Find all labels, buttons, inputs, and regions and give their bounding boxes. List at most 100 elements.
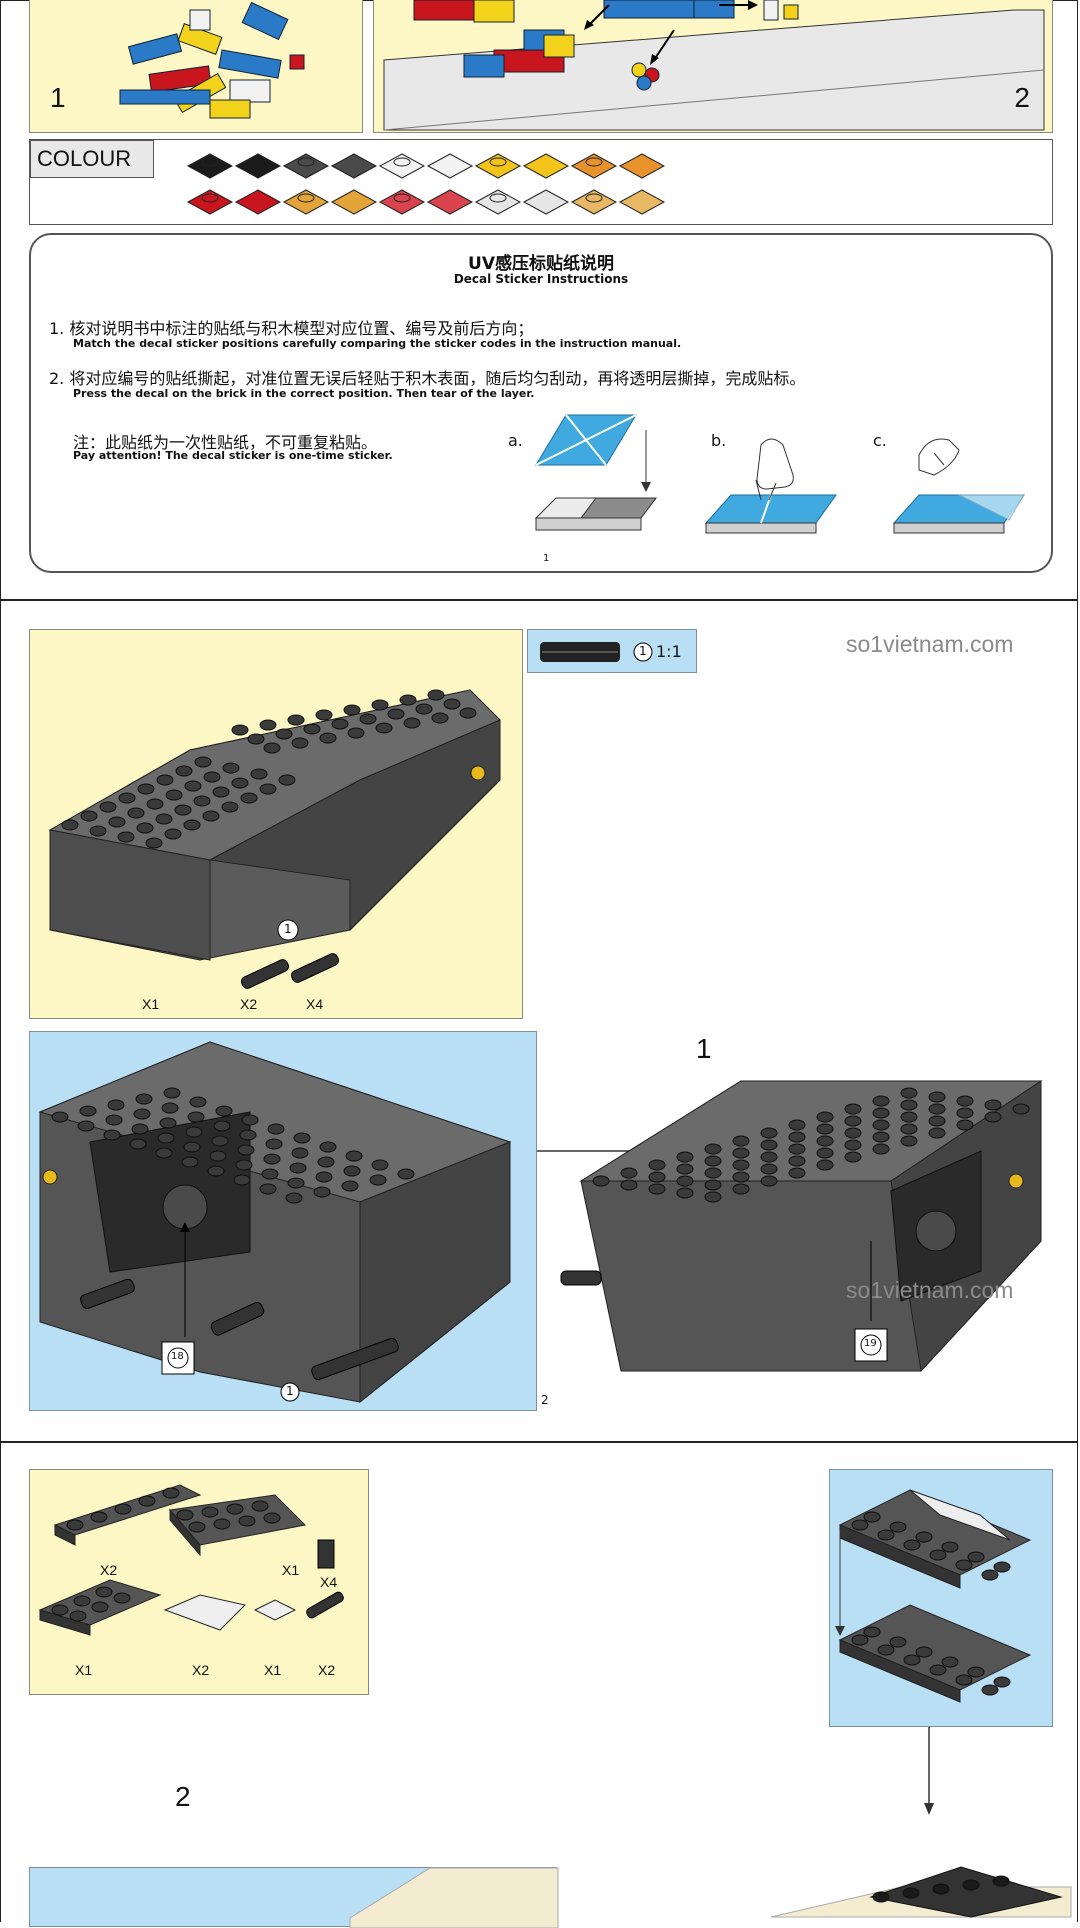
stud xyxy=(903,1654,921,1666)
step2-frame: X2 X1 X4 X1 X2 X1 X2 2 xyxy=(0,1442,1078,1928)
arrow-down-icon xyxy=(924,1727,934,1815)
stud xyxy=(816,1111,834,1123)
stud xyxy=(51,1111,69,1123)
stud xyxy=(760,1127,778,1139)
stud xyxy=(459,707,477,719)
fig-c-label: c. xyxy=(873,431,887,450)
stud xyxy=(704,1143,722,1155)
stud xyxy=(95,1586,113,1598)
stud xyxy=(900,1123,918,1135)
stud xyxy=(343,704,361,716)
plate-studs xyxy=(851,1511,1011,1696)
part-qty: X2 xyxy=(240,996,258,1012)
colour-swatch xyxy=(378,153,426,179)
axle-scale-icon xyxy=(540,642,653,662)
colour-legend: COLOUR xyxy=(29,139,1053,225)
stud xyxy=(193,795,211,807)
stud xyxy=(213,1518,231,1530)
stud xyxy=(238,1515,256,1527)
stud xyxy=(359,713,377,725)
stud xyxy=(209,1150,227,1162)
stud xyxy=(863,1511,881,1523)
stud xyxy=(162,1487,180,1499)
colour-swatch xyxy=(186,189,234,215)
stud xyxy=(261,1168,279,1180)
colour-swatch xyxy=(282,153,330,179)
stud xyxy=(403,717,421,729)
stud xyxy=(250,768,268,780)
decal-step2-en: Press the decal on the brick in the corr… xyxy=(73,387,535,400)
plate-studs xyxy=(51,1487,281,1622)
stud xyxy=(732,1135,750,1147)
stud xyxy=(127,807,145,819)
part-qty: X1 xyxy=(264,1662,282,1678)
stud xyxy=(427,689,445,701)
stud xyxy=(900,1111,918,1123)
step-number: 2 xyxy=(175,1781,191,1812)
stud xyxy=(183,1141,201,1153)
stud xyxy=(155,813,173,825)
stud xyxy=(844,1127,862,1139)
stud xyxy=(397,1168,415,1180)
part-qty: X1 xyxy=(75,1662,93,1678)
stud xyxy=(371,1159,389,1171)
stud xyxy=(176,1509,194,1521)
stud xyxy=(226,1503,244,1515)
stud xyxy=(816,1123,834,1135)
stud xyxy=(66,1519,84,1531)
stud xyxy=(889,1636,907,1648)
sticker-callout-18 xyxy=(161,1341,300,1402)
stud xyxy=(900,1099,918,1111)
stud xyxy=(962,1879,980,1891)
stud xyxy=(278,774,296,786)
stud xyxy=(90,1511,108,1523)
stud xyxy=(788,1155,806,1167)
stud xyxy=(816,1147,834,1159)
stud xyxy=(80,810,98,822)
stud xyxy=(184,780,202,792)
stud xyxy=(620,1167,638,1179)
stud xyxy=(222,762,240,774)
stud xyxy=(185,1126,203,1138)
step-number: 1 xyxy=(696,1033,712,1064)
stud xyxy=(872,1891,890,1903)
stud xyxy=(99,801,117,813)
stud xyxy=(131,1123,149,1135)
stud xyxy=(135,1093,153,1105)
stud xyxy=(287,1177,305,1189)
fig-a-label: a. xyxy=(508,431,523,450)
stud xyxy=(399,694,417,706)
stud xyxy=(155,1147,173,1159)
stud xyxy=(89,825,107,837)
stud xyxy=(165,789,183,801)
result-model-illustration xyxy=(560,1080,1043,1373)
stud xyxy=(175,765,193,777)
stud xyxy=(259,783,277,795)
stud xyxy=(201,1506,219,1518)
stud xyxy=(194,756,212,768)
stud xyxy=(347,727,365,739)
stud xyxy=(902,1887,920,1899)
part-qty: X4 xyxy=(320,1574,338,1590)
panel-number: 2 xyxy=(1014,82,1030,113)
stud xyxy=(903,1539,921,1551)
stud xyxy=(164,828,182,840)
bottom-assembly-panel xyxy=(29,1867,559,1928)
stud xyxy=(315,709,333,721)
stud xyxy=(145,837,163,849)
stud xyxy=(704,1191,722,1203)
stud xyxy=(369,1174,387,1186)
decal-step1-cn: 1. 核对说明书中标注的贴纸与积木模型对应位置、编号及前后方向； xyxy=(49,319,534,338)
stud xyxy=(788,1167,806,1179)
stud xyxy=(877,1644,895,1656)
stud xyxy=(929,1549,947,1561)
stud xyxy=(343,1165,361,1177)
bottom-right-model-preview xyxy=(770,1866,1072,1918)
stud xyxy=(788,1119,806,1131)
brick-studs xyxy=(61,689,477,849)
stud xyxy=(181,1156,199,1168)
decal-note-en: Pay attention! The decal sticker is one-… xyxy=(73,449,393,462)
stud xyxy=(315,1171,333,1183)
stud xyxy=(816,1159,834,1171)
part-qty: X1 xyxy=(282,1562,300,1578)
